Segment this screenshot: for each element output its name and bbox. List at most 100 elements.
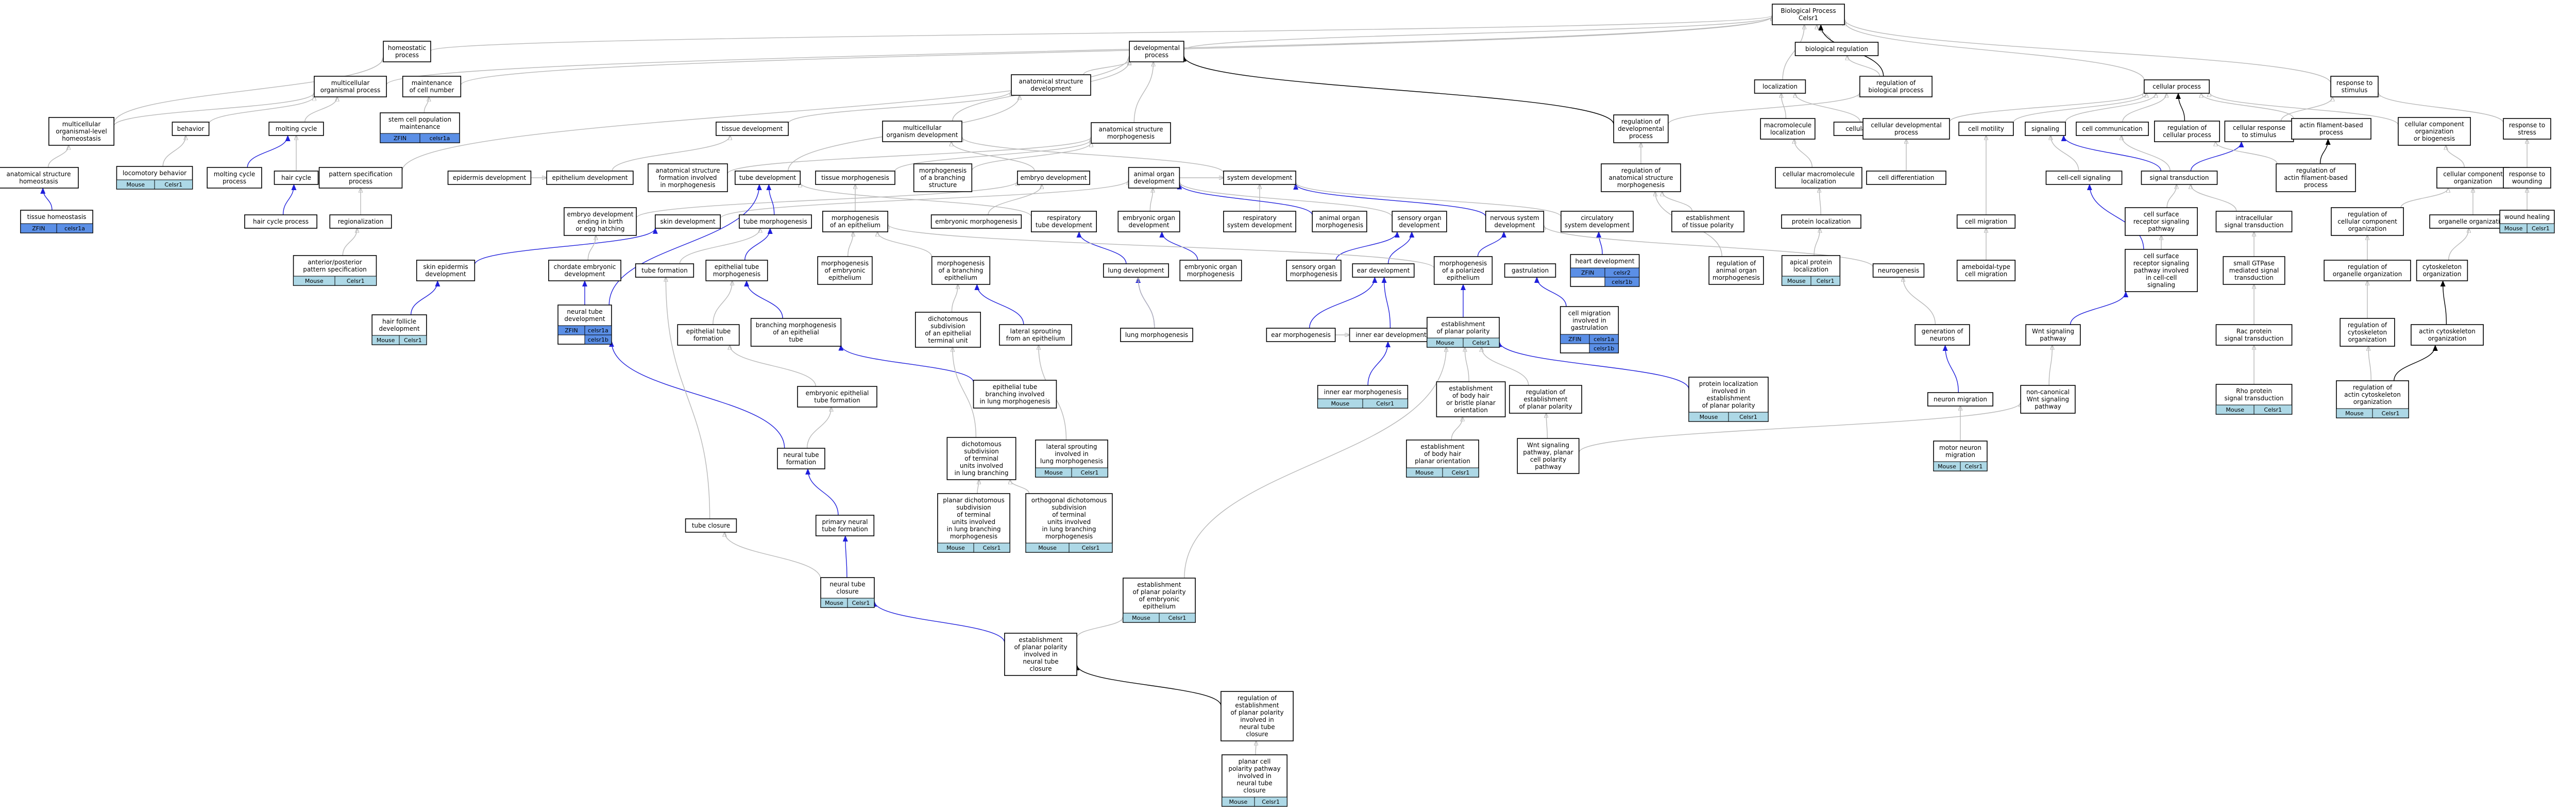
go-term-node[interactable]: neuron migration — [1927, 392, 1994, 407]
go-term-node[interactable]: cell migration — [1956, 214, 2016, 229]
go-term-node[interactable]: hair cycle process — [244, 214, 317, 229]
go-term-node[interactable]: ear morphogenesis — [1266, 328, 1336, 342]
go-term-node[interactable]: neurogenesis — [1872, 263, 1925, 278]
go-term-node[interactable]: molting cycle — [268, 122, 324, 136]
go-term-node[interactable]: epidermis development — [447, 171, 532, 185]
go-term-node[interactable]: protein localization — [1781, 214, 1861, 229]
go-term-node[interactable]: tube morphogenesis — [739, 214, 812, 229]
go-term-node[interactable]: lung development — [1103, 263, 1170, 278]
go-term-node[interactable]: cell communication — [2076, 122, 2149, 136]
go-term-node[interactable]: localization — [1754, 79, 1806, 94]
go-term-node[interactable]: ear development — [1352, 263, 1415, 278]
go-term-node[interactable]: cell differentiation — [1866, 171, 1946, 185]
go-term-node[interactable]: signal transduction — [2141, 171, 2218, 185]
go-term-node[interactable]: cellular process — [2143, 79, 2210, 94]
go-term-node[interactable]: system development — [1223, 171, 1296, 185]
go-term-node[interactable]: tissue morphogenesis — [815, 171, 895, 185]
go-term-node[interactable]: tube development — [735, 171, 801, 185]
go-term-node[interactable]: signaling — [2025, 122, 2066, 136]
go-term-node[interactable]: embryo development — [1017, 171, 1090, 185]
